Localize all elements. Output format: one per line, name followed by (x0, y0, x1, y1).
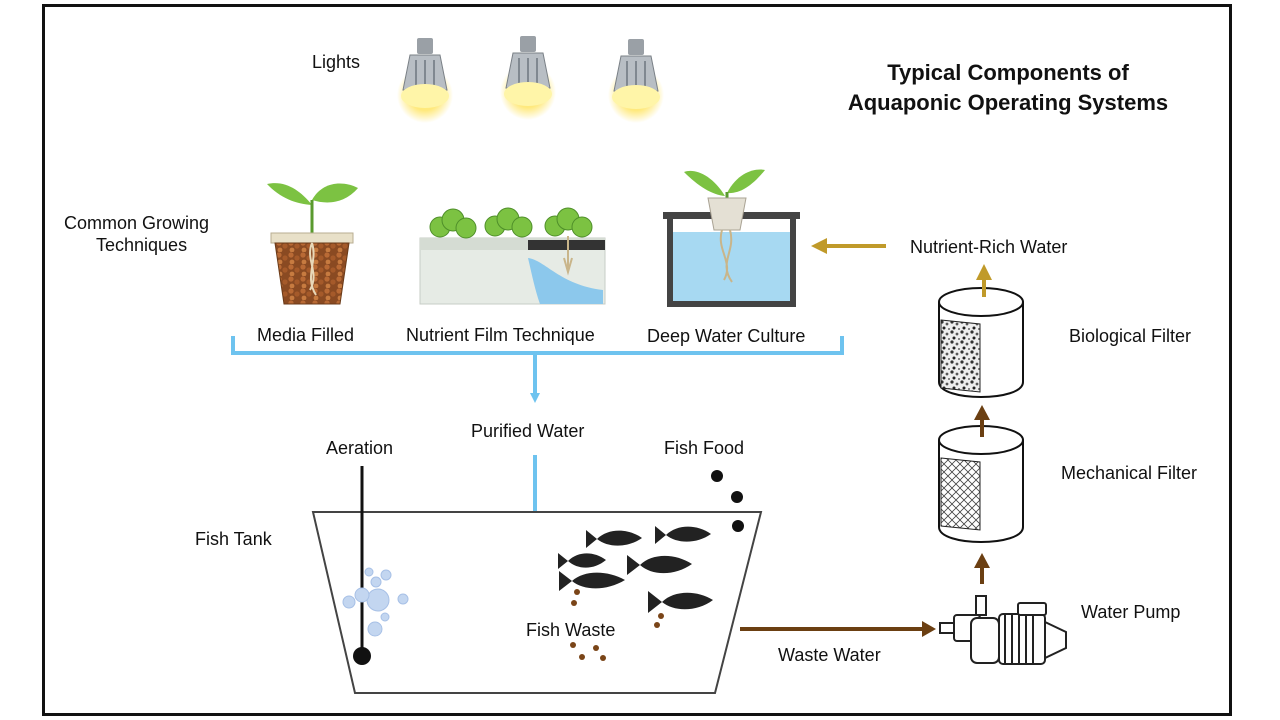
aeration-label: Aeration (326, 438, 394, 458)
water-pump-label: Water Pump (1081, 602, 1181, 622)
bubble-icon (342, 567, 409, 637)
deep-water-culture-label: Deep Water Culture (647, 326, 806, 346)
fish-waste-particles (570, 589, 664, 661)
pump-to-filter-arrow (974, 553, 990, 584)
nutrient-film-label: Nutrient Film Technique (406, 325, 595, 345)
fish-icon (559, 571, 625, 591)
fish-icon (655, 526, 711, 544)
light-bulb-icon (397, 38, 453, 123)
growing-techniques-line-2: Techniques (96, 234, 188, 255)
fish-icon (586, 530, 642, 548)
diagram-frame (42, 4, 1232, 716)
lights-label: Lights (312, 52, 361, 72)
growing-techniques-label: Common Growing Techniques (64, 213, 209, 256)
biological-filter-label: Biological Filter (1069, 326, 1192, 346)
waste-water-arrow (740, 621, 936, 637)
media-filled-label: Media Filled (257, 325, 355, 345)
title-line-2: Aquaponic Operating Systems (847, 89, 1169, 115)
fish-food-label: Fish Food (664, 438, 745, 458)
media-filled-pot-icon (267, 183, 358, 305)
nutrient-rich-water-arrow (811, 238, 886, 254)
diagram-title: Typical Components of Aquaponic Operatin… (838, 58, 1178, 117)
fish-food-pellets (711, 470, 744, 532)
mechanical-filter-label: Mechanical Filter (1061, 463, 1198, 483)
mechanical-filter-icon (938, 425, 1024, 543)
growing-techniques-line-1: Common Growing (64, 213, 210, 233)
fish-icon (627, 555, 692, 575)
light-bulb-icon (500, 36, 556, 120)
fish-tank-label: Fish Tank (195, 529, 272, 549)
fish-icon (558, 553, 606, 569)
fish-tank (311, 511, 763, 694)
pump-icon (939, 595, 1067, 665)
light-bulb-icon (608, 39, 664, 123)
aeration-tube (353, 466, 371, 665)
mechanical-to-biological-arrow (974, 405, 990, 437)
waste-water-label: Waste Water (778, 645, 881, 665)
growing-bed-bracket (231, 336, 844, 355)
title-line-1: Typical Components of (887, 60, 1129, 85)
purified-water-label: Purified Water (471, 421, 585, 441)
nutrient-up-arrow (976, 264, 992, 297)
deep-water-culture-icon (663, 169, 800, 307)
nutrient-rich-water-label: Nutrient-Rich Water (910, 237, 1068, 257)
fish-waste-label: Fish Waste (526, 620, 616, 640)
nutrient-film-channel-icon (419, 207, 606, 305)
biological-filter-icon (938, 287, 1024, 398)
fish-icon (648, 591, 713, 613)
